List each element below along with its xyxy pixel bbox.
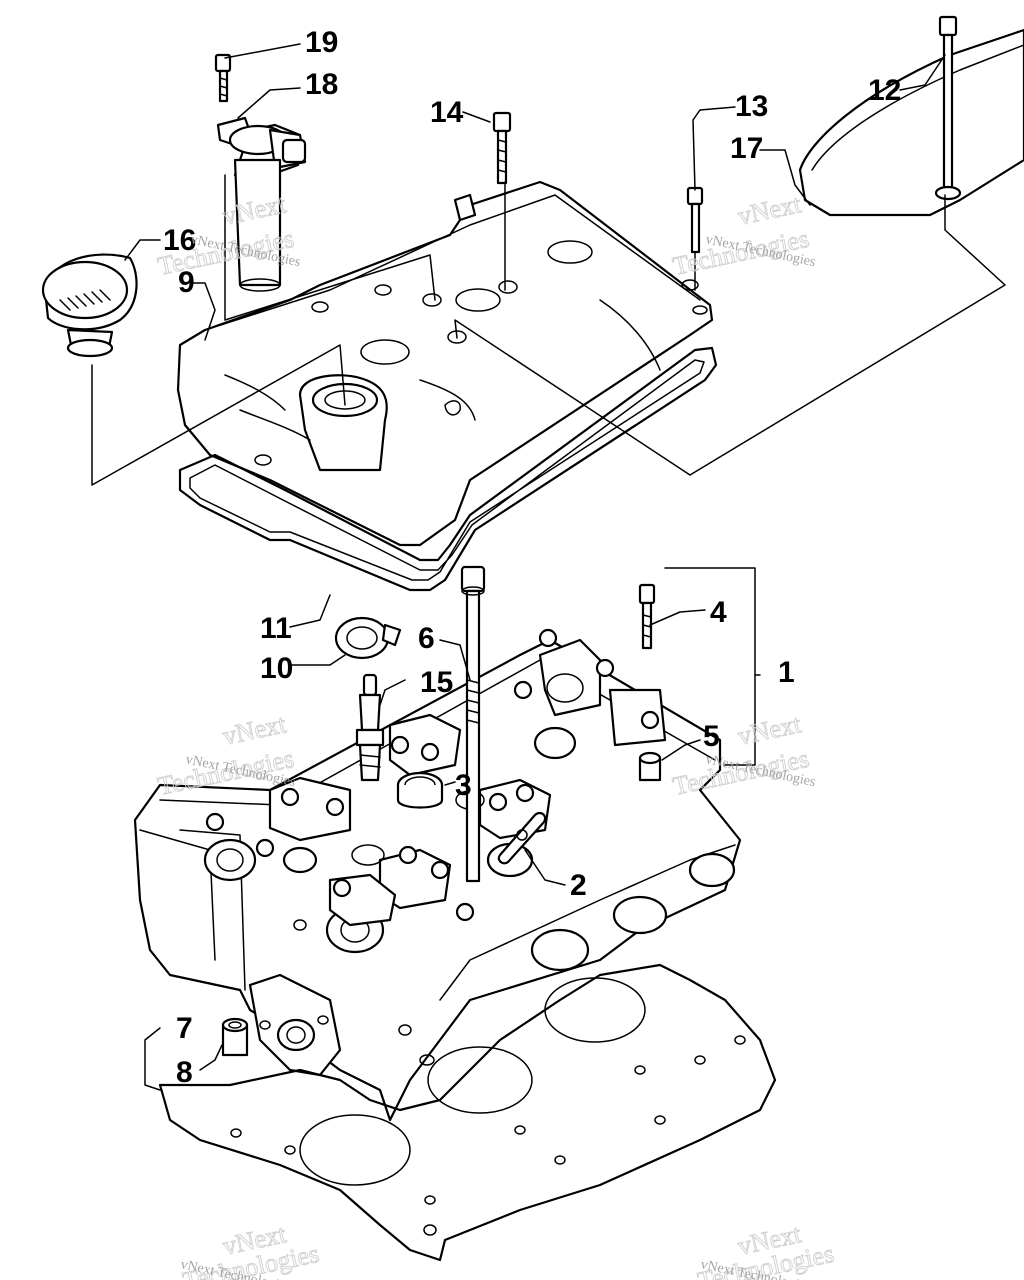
callout-6: 6 (418, 622, 435, 655)
plug-cover (798, 28, 1024, 217)
leader-lines (124, 43, 946, 1091)
callout-9: 9 (178, 266, 195, 299)
callout-2: 2 (570, 869, 587, 902)
watermark-brand-top: vNext (735, 709, 804, 751)
valve-cover (176, 180, 714, 547)
callout-3: 3 (455, 769, 472, 802)
callout-10: 10 (260, 652, 293, 685)
head-gasket (158, 963, 777, 1262)
oil-filler-cap (41, 253, 138, 358)
o-ring-pin (497, 811, 547, 865)
cap-bolt (638, 583, 656, 650)
head-bolt (460, 565, 486, 883)
callout-11: 11 (260, 612, 292, 645)
callout-15: 15 (420, 666, 453, 699)
ignition-coil (216, 116, 307, 292)
callout-17: 17 (730, 132, 763, 165)
cap-dowel (638, 751, 662, 782)
callout-8: 8 (176, 1056, 193, 1089)
assembly-guide-lines (91, 174, 1006, 486)
callout-13: 13 (735, 90, 768, 123)
coil-bolt (214, 53, 232, 103)
valve-cover-gasket (178, 346, 718, 592)
dowel-pin (221, 1017, 249, 1057)
plug-cover-bolt (934, 15, 962, 201)
watermark-brand-top: vNext (220, 709, 289, 751)
callout-16: 16 (163, 224, 196, 257)
callout-labels: 19 18 14 13 17 12 16 9 11 10 6 15 4 1 5 … (163, 26, 901, 1089)
valve-tappet (396, 771, 444, 809)
callout-18: 18 (305, 68, 338, 101)
cam-cap-bolts (205, 628, 660, 922)
callout-4: 4 (710, 596, 727, 629)
callout-5: 5 (703, 720, 720, 753)
callout-7: 7 (176, 1012, 193, 1045)
cover-bolt-13 (686, 186, 704, 254)
cover-bolt-14 (492, 111, 512, 185)
watermark-lower-right: vNext Technologies vNext Technologies (695, 1219, 837, 1280)
watermark-lower-left: vNext Technologies vNext Technologies (179, 1219, 322, 1280)
callout-14: 14 (430, 96, 464, 129)
callout-1: 1 (778, 656, 795, 689)
watermark-brand-top: vNext (735, 189, 804, 231)
spark-plug (355, 673, 385, 782)
cam-seal (334, 616, 402, 660)
callout-19: 19 (305, 26, 338, 59)
callout-12: 12 (868, 74, 901, 107)
